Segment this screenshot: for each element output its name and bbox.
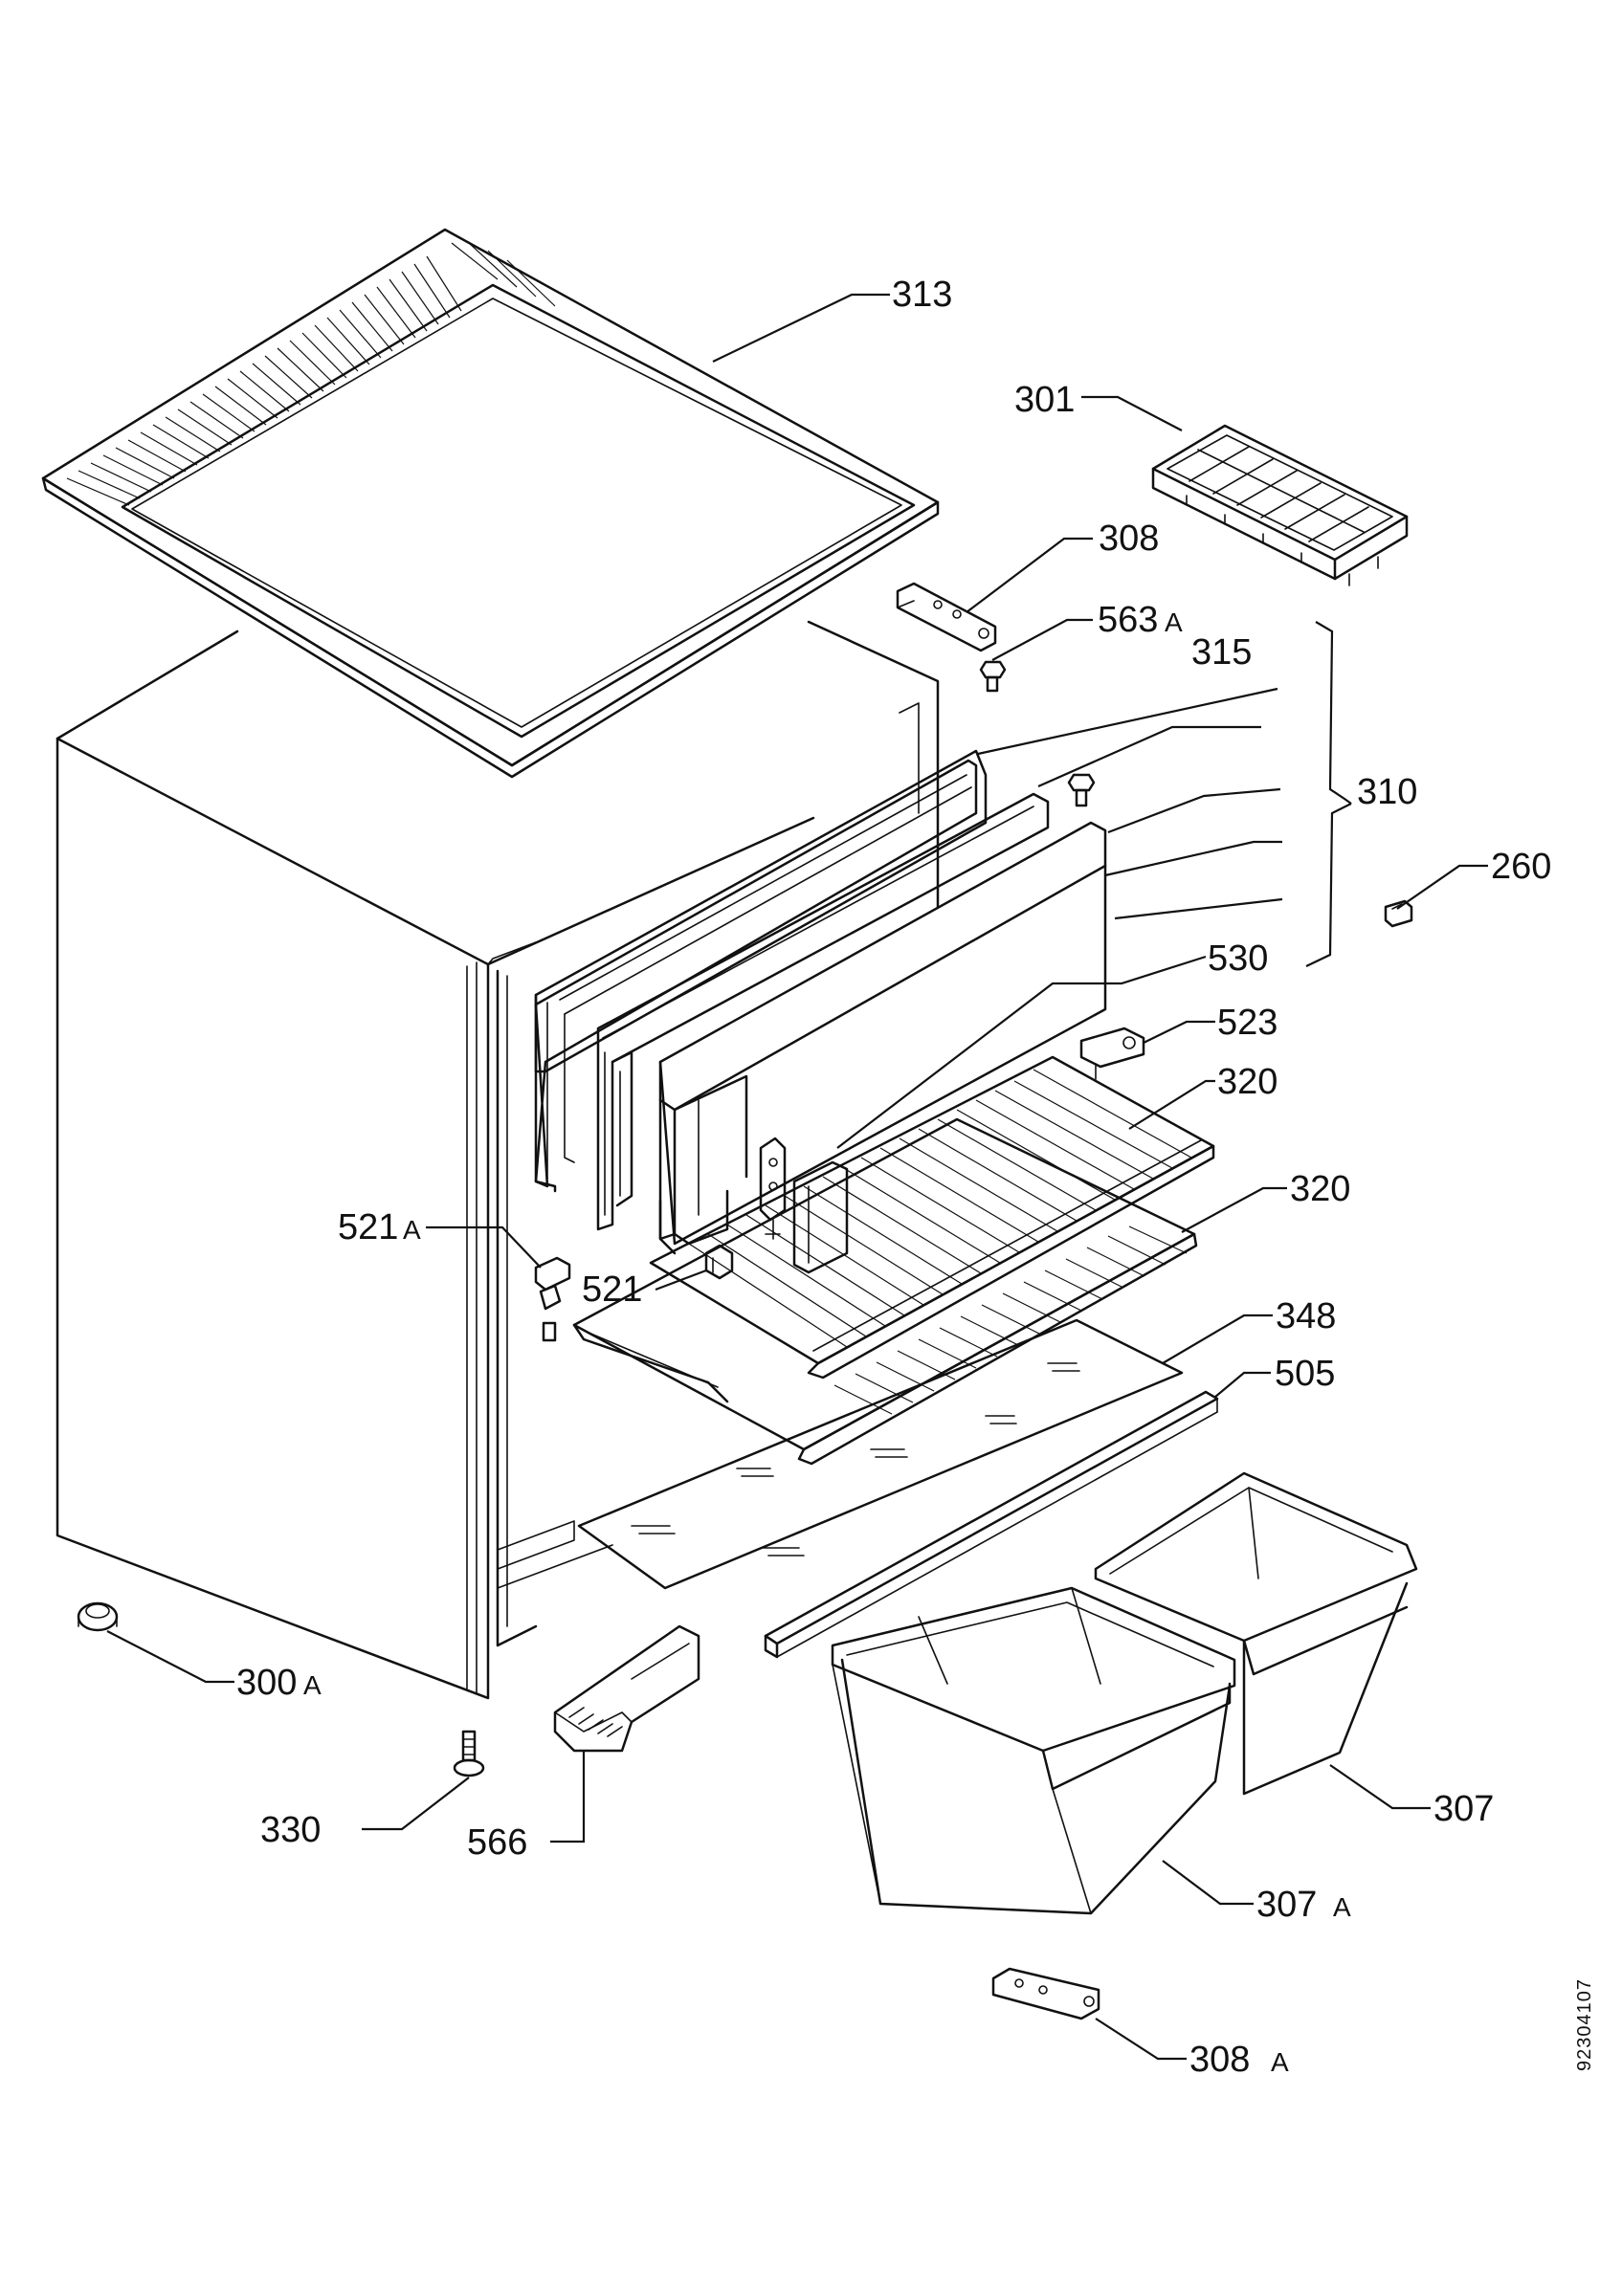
callout-505: 505: [1275, 1354, 1335, 1394]
part-308a-hinge-bottom: [991, 1967, 1100, 2020]
part-505-trim-strip: [764, 1390, 1219, 1659]
callout-320-lower: 320: [1290, 1169, 1350, 1209]
part-320-lower-shelf: [572, 1117, 1198, 1466]
part-320-upper-shelf: [649, 1055, 1215, 1380]
part-320-lower-shelf-ribs: [833, 1225, 1188, 1415]
part-307a-crisper-drawer: [831, 1586, 1236, 1915]
callout-260: 260: [1491, 847, 1551, 887]
callout-348: 348: [1276, 1296, 1336, 1336]
callout-521a: 521: [338, 1207, 398, 1247]
callout-330: 330: [260, 1810, 321, 1850]
callout-301: 301: [1014, 380, 1075, 420]
callout-315: 315: [1191, 632, 1252, 673]
callout-521: 521: [582, 1269, 642, 1310]
part-313-top-cover: [41, 228, 940, 779]
callout-521a-suffix: A: [403, 1215, 421, 1245]
callout-labels: 313 301 308 563 A 315 310 260 530 523 32…: [236, 275, 1551, 2080]
part-315-door-gasket: [534, 749, 988, 1193]
door-handle-block: [792, 1160, 849, 1274]
part-521a-bracket: [534, 1256, 571, 1342]
part-310-door-panel: [658, 821, 1107, 1255]
callout-566: 566: [467, 1822, 527, 1863]
callout-307a-suffix: A: [1333, 1892, 1351, 1922]
part-566-scraper: [553, 1624, 700, 1753]
door-pivot-screw: [1067, 773, 1096, 807]
part-348-glass-plate: [577, 1318, 1184, 1590]
part-308-hinge-top: [896, 582, 997, 652]
callout-563a-suffix: A: [1165, 607, 1183, 637]
part-300a-foot: [77, 1601, 119, 1632]
part-563a-screw: [979, 660, 1007, 693]
leader-lines: [106, 293, 1488, 2061]
callout-308a: 308: [1189, 2040, 1250, 2080]
callout-310: 310: [1357, 772, 1417, 812]
callout-530: 530: [1208, 938, 1268, 979]
callout-300a: 300: [236, 1663, 297, 1703]
callout-308a-suffix: A: [1271, 2047, 1289, 2077]
part-348-glass-reflection-marks: [631, 1362, 1080, 1556]
part-523-catch: [1079, 1027, 1145, 1080]
callout-307a: 307: [1256, 1885, 1317, 1925]
part-320-upper-shelf-ribs: [688, 1069, 1192, 1348]
callout-563a: 563: [1098, 600, 1158, 640]
part-330-adjustable-foot: [453, 1730, 485, 1777]
document-number: 92304107: [1574, 1978, 1595, 2071]
part-260-clip: [1384, 899, 1413, 928]
callout-313: 313: [892, 275, 952, 315]
part-313-vent-grille: [66, 242, 556, 506]
callout-308: 308: [1099, 519, 1159, 559]
cabinet-body: [56, 620, 940, 1700]
callout-307: 307: [1433, 1789, 1494, 1829]
part-301-ice-tray: [1151, 424, 1409, 586]
door-inner-frame: [596, 792, 1050, 1231]
callout-320-upper: 320: [1217, 1062, 1278, 1102]
callout-523: 523: [1217, 1003, 1278, 1043]
part-521-support: [704, 1244, 734, 1280]
part-307-crisper-drawer: [1094, 1471, 1418, 1796]
callout-300a-suffix: A: [303, 1670, 322, 1700]
